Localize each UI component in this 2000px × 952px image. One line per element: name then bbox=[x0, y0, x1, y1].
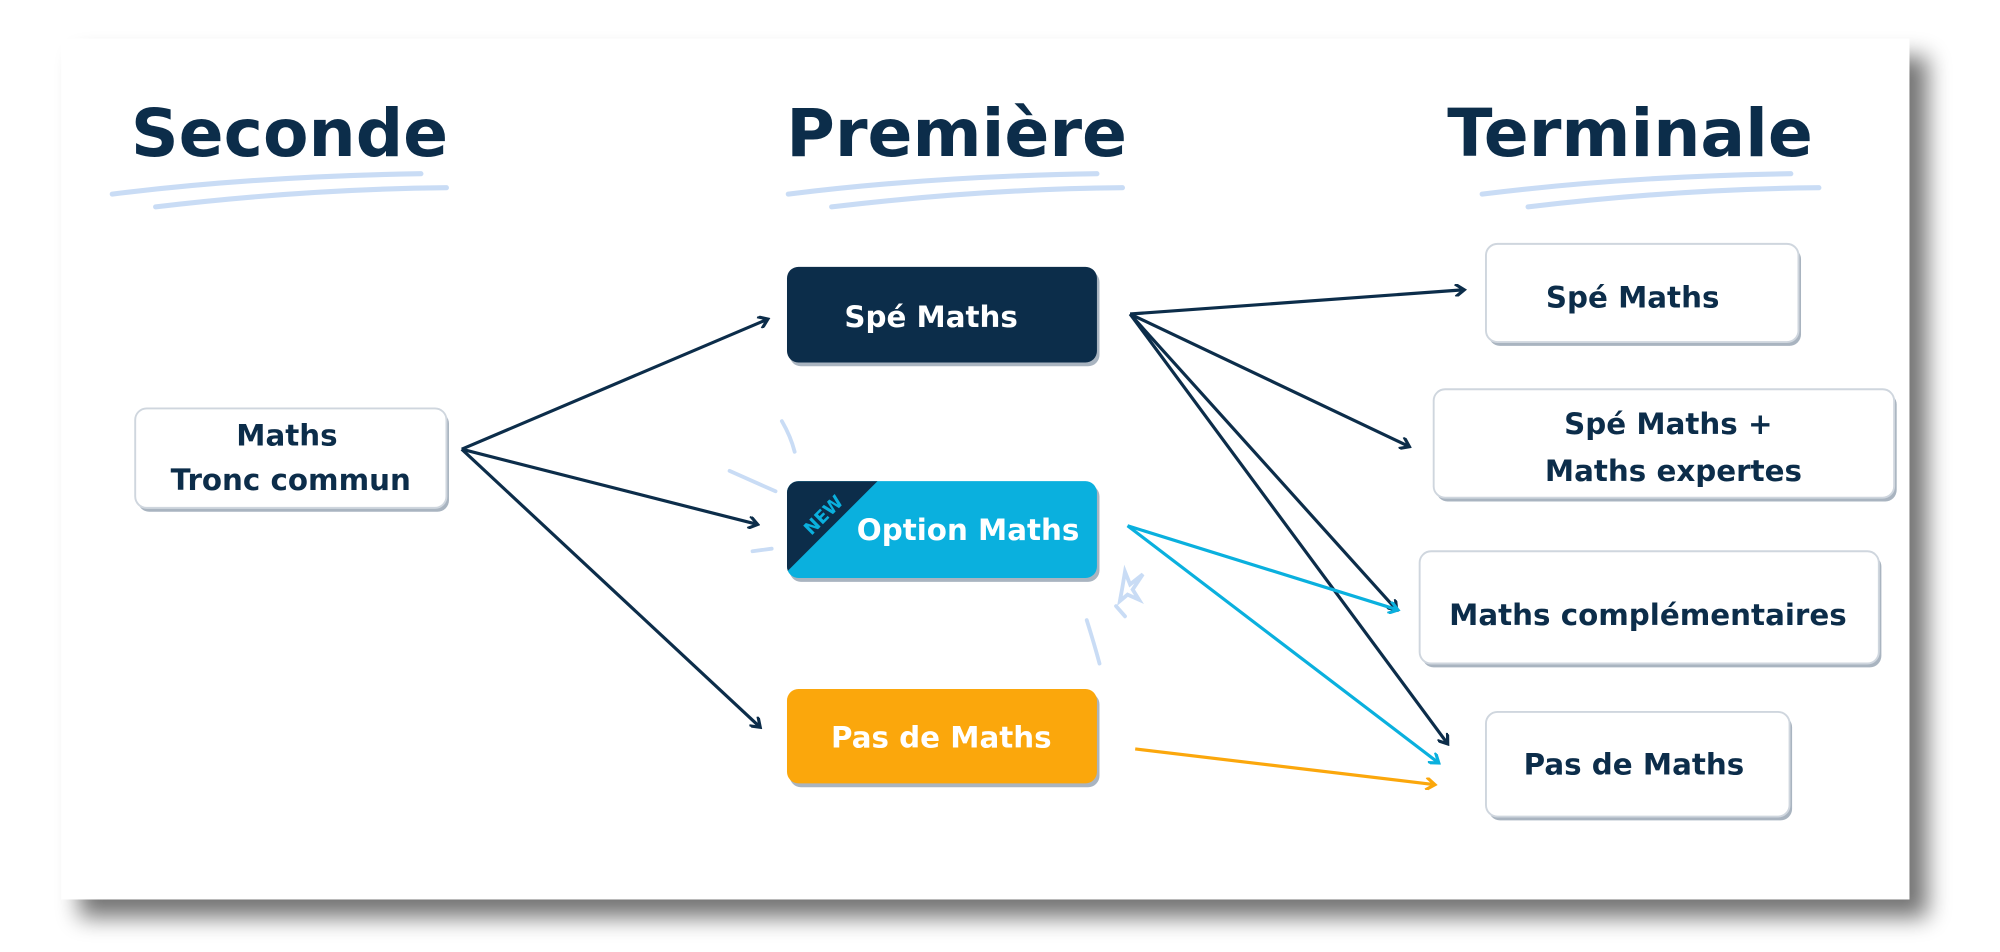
heading-premiere: Première bbox=[786, 94, 1127, 172]
box-terminale-maths-complementaires: Maths complémentaires bbox=[1418, 550, 1882, 668]
heading-terminale: Terminale bbox=[1447, 94, 1813, 172]
box-premiere-pas-de-maths: Pas de Maths bbox=[786, 689, 1100, 788]
sparkle-decoration bbox=[727, 419, 1145, 666]
box-terminale-spe-maths-expertes: Spé Maths + Maths expertes bbox=[1432, 388, 1897, 502]
arrow-spe-to-spe bbox=[1129, 290, 1464, 316]
arrow-spe-to-expertes bbox=[1129, 312, 1409, 447]
heading-underlines bbox=[109, 171, 1822, 210]
svg-text:Maths expertes: Maths expertes bbox=[1545, 454, 1802, 488]
box-terminale-spe-maths: Spé Maths bbox=[1485, 242, 1802, 346]
arrow-spe-to-comp bbox=[1128, 312, 1397, 610]
arrow-option-to-pas bbox=[1126, 524, 1439, 763]
box-premiere-option-maths: NEW Option Maths bbox=[786, 481, 1100, 582]
box-maths-tronc-commun: Maths Tronc commun bbox=[134, 407, 449, 512]
svg-text:Spé Maths: Spé Maths bbox=[1546, 281, 1720, 315]
arrow-option-to-comp bbox=[1127, 524, 1398, 610]
arrow-spe-to-pas bbox=[1128, 313, 1448, 744]
heading-seconde: Seconde bbox=[131, 94, 448, 172]
svg-text:Pas de Maths: Pas de Maths bbox=[1524, 747, 1745, 781]
arrow-tronc-to-pas bbox=[460, 448, 760, 727]
svg-text:Option Maths: Option Maths bbox=[857, 513, 1080, 547]
svg-text:Maths complémentaires: Maths complémentaires bbox=[1449, 598, 1847, 632]
svg-text:Pas de Maths: Pas de Maths bbox=[831, 721, 1052, 755]
arrow-tronc-to-option bbox=[461, 447, 758, 524]
svg-text:Spé Maths: Spé Maths bbox=[844, 300, 1018, 334]
arrow-tronc-to-spe bbox=[461, 319, 768, 451]
svg-text:Maths: Maths bbox=[236, 418, 337, 452]
box-terminale-pas-de-maths: Pas de Maths bbox=[1485, 711, 1793, 821]
box-premiere-spe-maths: Spé Maths bbox=[786, 266, 1100, 367]
arrows bbox=[460, 290, 1465, 785]
svg-text:Tronc commun: Tronc commun bbox=[171, 463, 411, 497]
svg-text:Spé Maths +: Spé Maths + bbox=[1564, 407, 1772, 441]
arrow-pas-to-pas bbox=[1135, 747, 1435, 785]
